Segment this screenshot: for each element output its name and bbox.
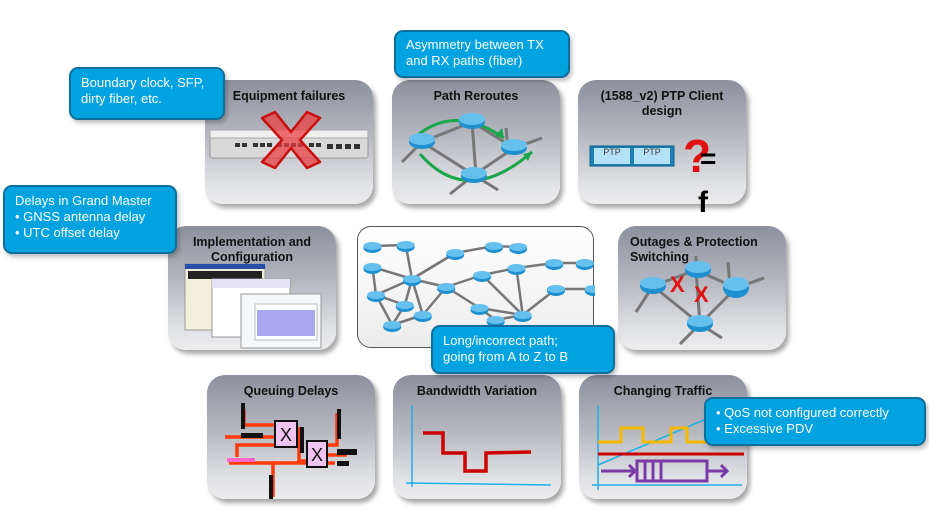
card-title: Equipment failures (232, 89, 346, 103)
router-icon (437, 283, 456, 294)
router-icon (403, 275, 421, 286)
router-icon (545, 259, 564, 270)
router-icon (395, 301, 414, 312)
card-title: Queuing Delays (243, 384, 339, 398)
network-link (481, 274, 524, 316)
outage-network-illustration: X X (634, 256, 765, 346)
router-icon (513, 311, 532, 322)
queue-icon (601, 459, 730, 483)
card-title-line1: (1588_v2) PTP Client (600, 89, 724, 103)
svg-text:X: X (311, 445, 323, 465)
multiplexer-chip-icon: X (274, 420, 298, 448)
router-icon (484, 242, 503, 253)
card-title-line1: Outages & Protection (630, 235, 758, 249)
link-failure-x-icon: X (694, 282, 709, 307)
bandwidth-line (423, 431, 532, 473)
card-title: Changing Traffic (613, 384, 713, 398)
red-x-failure-icon (260, 110, 322, 170)
card-title: Outages & Protection Switching (630, 235, 786, 265)
card-title: (1588_v2) PTP Client design (578, 89, 746, 119)
router-icons (640, 261, 749, 332)
x-axis (405, 482, 552, 486)
card-title: Path Reroutes (433, 89, 519, 103)
card-title: Bandwidth Variation (416, 384, 538, 398)
network-link (515, 267, 524, 316)
software-screenshots-illustration (184, 263, 322, 349)
router-icon (363, 242, 382, 253)
card-bandwidth-variation: Bandwidth Variation (393, 375, 561, 499)
router-icon (509, 243, 528, 254)
card-title-line2: Switching (630, 250, 690, 264)
multiplexer-chip-icon: X (306, 440, 328, 468)
router-icon (507, 264, 526, 275)
equals-sign: = (700, 143, 716, 174)
card-path-reroutes: Path Reroutes (392, 80, 560, 204)
callout-boundary-clock: Boundary clock, SFP, dirty fiber, etc. (69, 67, 225, 120)
card-queuing-delays: Queuing Delays X X (207, 375, 375, 499)
card-title: Implementation and Configuration (168, 235, 336, 265)
router-icon (575, 259, 594, 270)
callout-grand-master-delays: Delays in Grand Master GNSS antenna dela… (3, 185, 177, 254)
router-icon (413, 311, 432, 322)
router-icon (470, 304, 489, 315)
app-window-3 (240, 293, 322, 349)
router-icon (363, 263, 382, 274)
ptp-design-illustration: PTP PTP ? = f (589, 130, 716, 219)
link-failure-x-icon: X (670, 272, 685, 297)
router-icon (383, 321, 402, 332)
reroute-network-illustration (400, 113, 543, 196)
card-title-line1: Implementation and (192, 235, 312, 249)
card-network-topology (357, 226, 603, 348)
router-icon (584, 285, 603, 296)
router-icon (486, 316, 505, 327)
svg-text:X: X (280, 425, 292, 445)
function-symbol: f (698, 186, 709, 219)
ptp-box-label: PTP (603, 147, 621, 157)
network-topology-illustration (363, 241, 603, 332)
router-icon (547, 285, 565, 296)
question-mark-icon: ? (683, 130, 711, 182)
card-title-line2: Configuration (211, 250, 293, 264)
card-title-line2: design (641, 104, 683, 118)
router-icons (409, 113, 527, 183)
ptp-box-label: PTP (643, 147, 661, 157)
bandwidth-graph-illustration (405, 405, 552, 487)
callout-long-path: Long/incorrect path; going from A to Z t… (431, 325, 615, 374)
callout-asymmetry: Asymmetry between TX and RX paths (fiber… (394, 30, 570, 78)
switch-failure-illustration (209, 110, 369, 170)
callout-qos: QoS not configured correctly Excessive P… (704, 397, 926, 446)
card-equipment-failures: Equipment failures (205, 80, 373, 204)
router-icon (396, 241, 415, 252)
router-icon (367, 291, 385, 302)
card-outages-protection: Outages & Protection Switching X X (618, 226, 786, 350)
traffic-line (598, 426, 739, 444)
card-ptp-client-design: (1588_v2) PTP Client design PTP PTP ? = … (578, 80, 746, 219)
router-icon (473, 271, 492, 282)
queuing-circuit-illustration: X X (225, 403, 357, 499)
card-implementation-configuration: Implementation and Configuration (168, 226, 336, 350)
router-icon (446, 249, 465, 260)
